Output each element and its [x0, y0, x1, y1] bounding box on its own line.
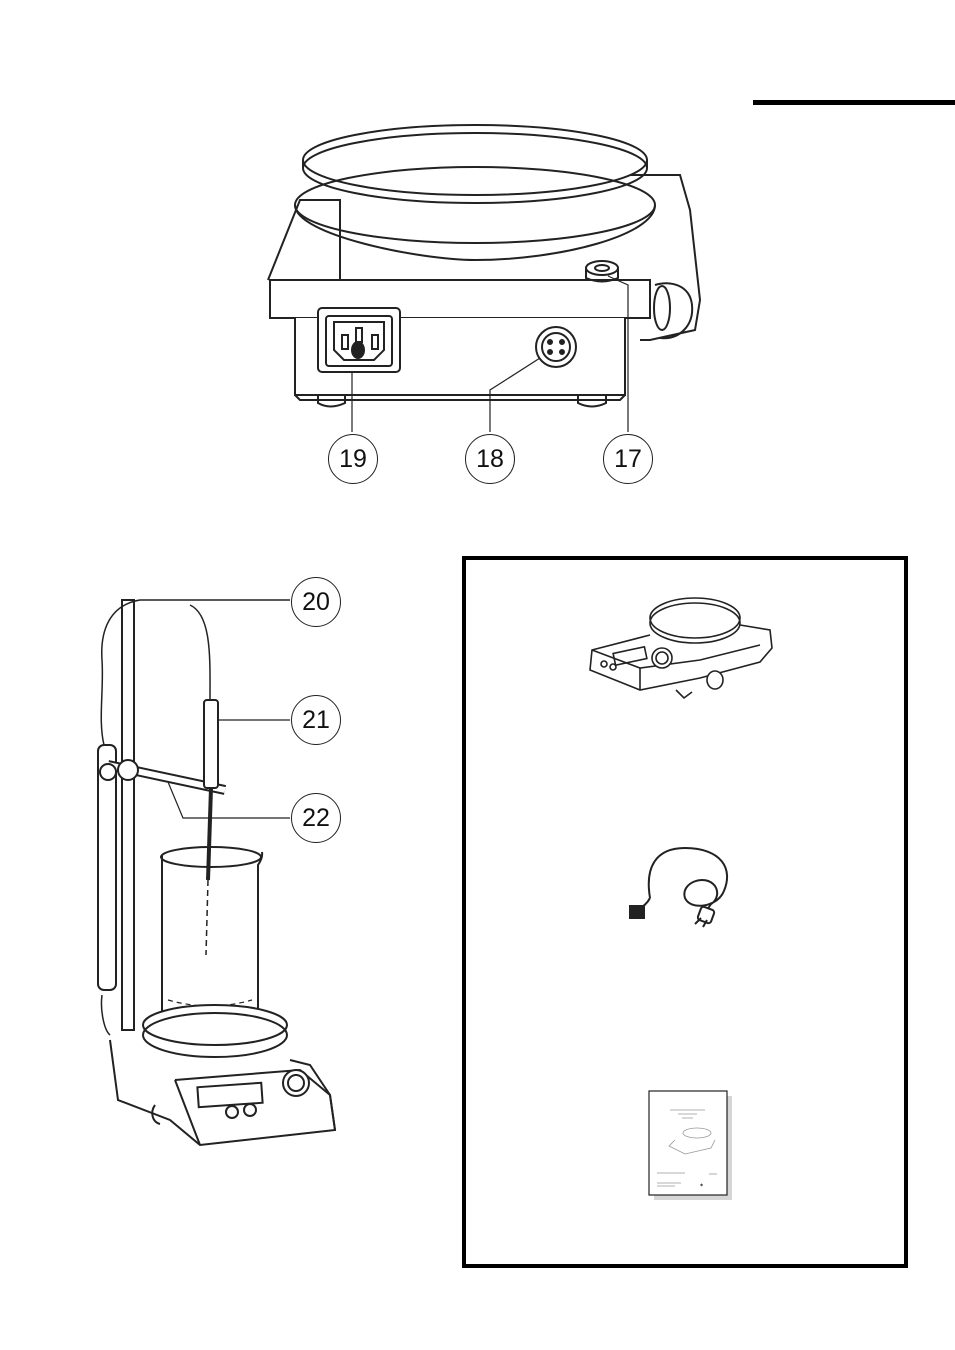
callout-19: 19	[328, 434, 378, 484]
callout-18: 18	[465, 434, 515, 484]
instruction-manual-image: ◆	[645, 1088, 735, 1203]
callout-20: 20	[291, 577, 341, 627]
power-cord-image	[625, 838, 755, 928]
callout-17: 17	[603, 434, 653, 484]
setup-illustration	[0, 560, 460, 1160]
callout-21: 21	[291, 695, 341, 745]
stirrer-device-image	[580, 590, 780, 700]
callout-22: 22	[291, 793, 341, 843]
